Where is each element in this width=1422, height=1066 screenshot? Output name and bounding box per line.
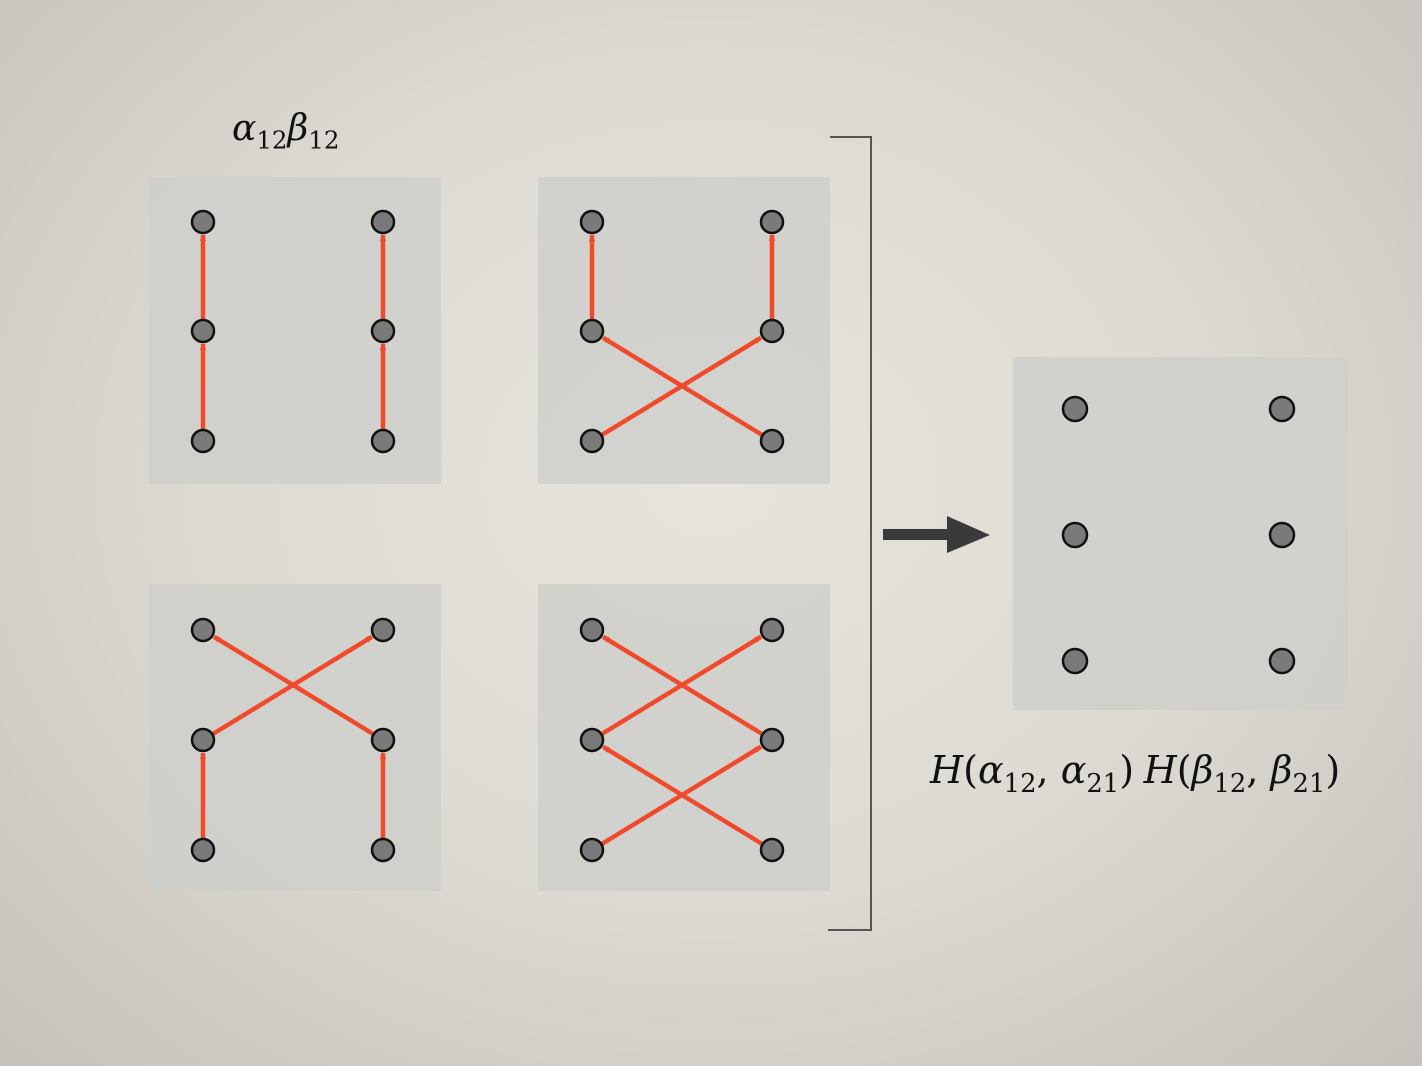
- node-top-left-1: [190, 318, 216, 344]
- node-top-left-0: [190, 209, 216, 235]
- node-result-1: [1061, 521, 1089, 549]
- node-top-right-3: [759, 209, 785, 235]
- node-result-4: [1268, 521, 1296, 549]
- node-bottom-right-4: [759, 727, 785, 753]
- node-bottom-left-0: [190, 617, 216, 643]
- node-bottom-left-1: [190, 727, 216, 753]
- arrow-bottom-right-3: [601, 744, 763, 846]
- node-top-left-3: [370, 209, 396, 235]
- arrow-bottom-left-1: [212, 634, 374, 736]
- node-bottom-right-1: [579, 727, 605, 753]
- big-right-arrow: [883, 516, 990, 553]
- arrow-bottom-right-1: [601, 634, 763, 736]
- node-result-0: [1061, 395, 1089, 423]
- node-bottom-left-5: [370, 837, 396, 863]
- node-bottom-right-3: [759, 617, 785, 643]
- node-result-5: [1268, 647, 1296, 675]
- node-top-right-4: [759, 318, 785, 344]
- node-bottom-right-2: [579, 837, 605, 863]
- node-bottom-left-3: [370, 617, 396, 643]
- node-top-right-5: [759, 428, 785, 454]
- edges-layer: [199, 234, 776, 846]
- node-result-2: [1061, 647, 1089, 675]
- node-top-left-4: [370, 318, 396, 344]
- bracket-layer: [828, 136, 990, 931]
- result-label-hamiltonian-product: H(α12, α21)H(β12, β21): [930, 748, 1341, 800]
- title-label-alpha12-beta12: α12β12: [232, 108, 340, 155]
- node-result-3: [1268, 395, 1296, 423]
- node-top-right-1: [579, 318, 605, 344]
- node-top-right-0: [579, 209, 605, 235]
- arrow-top-right-3: [601, 335, 763, 437]
- node-top-left-5: [370, 428, 396, 454]
- node-bottom-left-4: [370, 727, 396, 753]
- nodes-layer: [190, 209, 1296, 863]
- node-bottom-right-0: [579, 617, 605, 643]
- node-top-right-2: [579, 428, 605, 454]
- right-bracket: [828, 136, 872, 931]
- node-top-left-2: [190, 428, 216, 454]
- node-bottom-left-2: [190, 837, 216, 863]
- node-bottom-right-5: [759, 837, 785, 863]
